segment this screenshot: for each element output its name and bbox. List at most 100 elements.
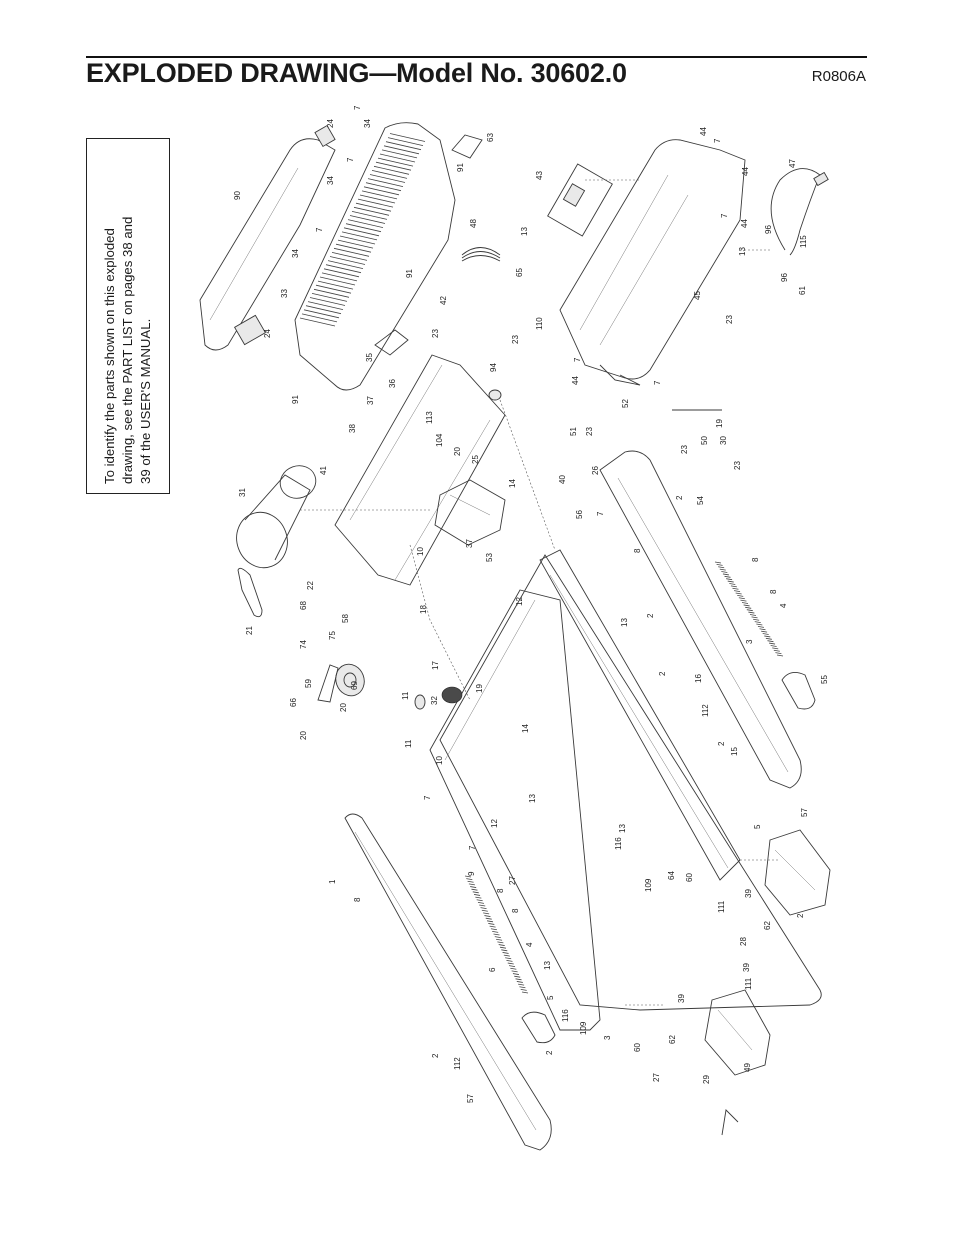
callout-label: 23 — [680, 445, 689, 454]
callout-label: 55 — [820, 675, 829, 684]
spacer-19b — [488, 389, 502, 401]
callout-label: 23 — [725, 315, 734, 324]
page-title: EXPLODED DRAWING—Model No. 30602.0 — [86, 58, 627, 88]
callout-label: 24 — [326, 119, 335, 128]
callout-label: 2 — [675, 495, 684, 500]
callout-label: 6 — [488, 967, 497, 972]
callout-label: 15 — [730, 747, 739, 756]
callout-label: 14 — [521, 724, 530, 733]
header-rule — [86, 56, 867, 58]
callout-labels: 7342463903479134733249135914842234313651… — [233, 105, 829, 1103]
callout-label: 37 — [366, 396, 375, 405]
callout-label: 112 — [701, 704, 710, 717]
callout-label: 45 — [693, 291, 702, 300]
callout-label: 47 — [788, 159, 797, 168]
callout-label: 41 — [319, 466, 328, 475]
callout-label: 2 — [796, 913, 805, 918]
callout-label: 25 — [471, 455, 480, 464]
callout-label: 91 — [456, 163, 465, 172]
callout-label: 23 — [511, 335, 520, 344]
callout-label: 13 — [618, 824, 627, 833]
callout-label: 62 — [668, 1035, 677, 1044]
callout-label: 2 — [545, 1050, 554, 1055]
callout-label: 56 — [575, 510, 584, 519]
side-rail-54 — [599, 450, 802, 789]
end-cap-28 — [764, 829, 831, 916]
controller-43 — [547, 163, 613, 237]
power-cord-47 — [770, 168, 829, 256]
callout-label: 4 — [779, 603, 788, 608]
callout-label: 32 — [430, 696, 439, 705]
callout-label: 75 — [328, 631, 337, 640]
callout-label: 8 — [751, 557, 760, 562]
roller-3b — [521, 1011, 556, 1044]
callout-label: 30 — [719, 436, 728, 445]
callout-label: 13 — [543, 961, 552, 970]
callout-label: 18 — [419, 605, 428, 614]
callout-label: 10 — [416, 547, 425, 556]
callout-label: 2 — [717, 741, 726, 746]
wire-harness-48 — [461, 247, 501, 262]
callout-label: 44 — [741, 167, 750, 176]
callout-label: 109 — [579, 1021, 588, 1035]
callout-label: 7 — [720, 213, 729, 218]
callout-label: 48 — [469, 219, 478, 228]
callout-label: 110 — [535, 317, 544, 330]
callout-label: 2 — [646, 613, 655, 618]
callout-label: 13 — [520, 227, 529, 236]
callout-label: 12 — [490, 819, 499, 828]
callout-label: 5 — [753, 824, 762, 829]
callout-label: 36 — [388, 379, 397, 388]
callout-label: 23 — [431, 329, 440, 338]
callout-label: 62 — [763, 921, 772, 930]
callout-label: 7 — [423, 795, 432, 800]
right-rail-55 — [539, 549, 741, 881]
callout-label: 1 — [328, 879, 337, 884]
callout-label: 8 — [511, 908, 520, 913]
callout-label: 23 — [733, 461, 742, 470]
callout-label: 115 — [799, 235, 808, 248]
wheel-59 — [335, 663, 365, 697]
callout-label: 34 — [363, 119, 372, 128]
callout-label: 63 — [486, 133, 495, 142]
roller-3a — [781, 671, 816, 710]
callout-label: 3 — [603, 1035, 612, 1040]
motor-hood-33 — [294, 122, 456, 391]
callout-label: 50 — [700, 436, 709, 445]
deck-16 — [439, 554, 822, 1011]
callout-label: 28 — [739, 937, 748, 946]
callout-label: 7 — [596, 511, 605, 516]
callout-label: 68 — [299, 601, 308, 610]
callout-label: 65 — [515, 268, 524, 277]
drawing-code: R0806A — [811, 68, 866, 85]
callout-label: 35 — [365, 353, 374, 362]
callout-label: 91 — [405, 269, 414, 278]
callout-label: 57 — [466, 1094, 475, 1103]
callout-label: 39 — [742, 963, 751, 972]
callout-label: 17 — [431, 661, 440, 670]
callout-label: 11 — [401, 691, 410, 700]
callout-label: 14 — [508, 479, 517, 488]
motor-assembly-40 — [434, 479, 506, 546]
callout-label: 111 — [744, 977, 753, 990]
callout-label: 66 — [289, 698, 298, 707]
callout-label: 10 — [435, 756, 444, 765]
callout-label: 96 — [780, 273, 789, 282]
bracket-74 — [317, 664, 339, 703]
frame-crossbar-94 — [334, 354, 506, 586]
callout-label: 64 — [667, 871, 676, 880]
callout-label: 20 — [339, 703, 348, 712]
callout-label: 90 — [233, 191, 242, 200]
callout-label: 57 — [800, 808, 809, 817]
callout-label: 2 — [431, 1053, 440, 1058]
callout-label: 13 — [528, 794, 537, 803]
callout-label: 7 — [468, 845, 477, 850]
callout-label: 3 — [745, 639, 754, 644]
callout-label: 2 — [658, 671, 667, 676]
callout-label: 19 — [715, 419, 724, 428]
callout-label: 113 — [425, 411, 434, 424]
callout-label: 16 — [694, 674, 703, 683]
left-rail-15 — [429, 589, 601, 1031]
callout-label: 60 — [633, 1043, 642, 1052]
